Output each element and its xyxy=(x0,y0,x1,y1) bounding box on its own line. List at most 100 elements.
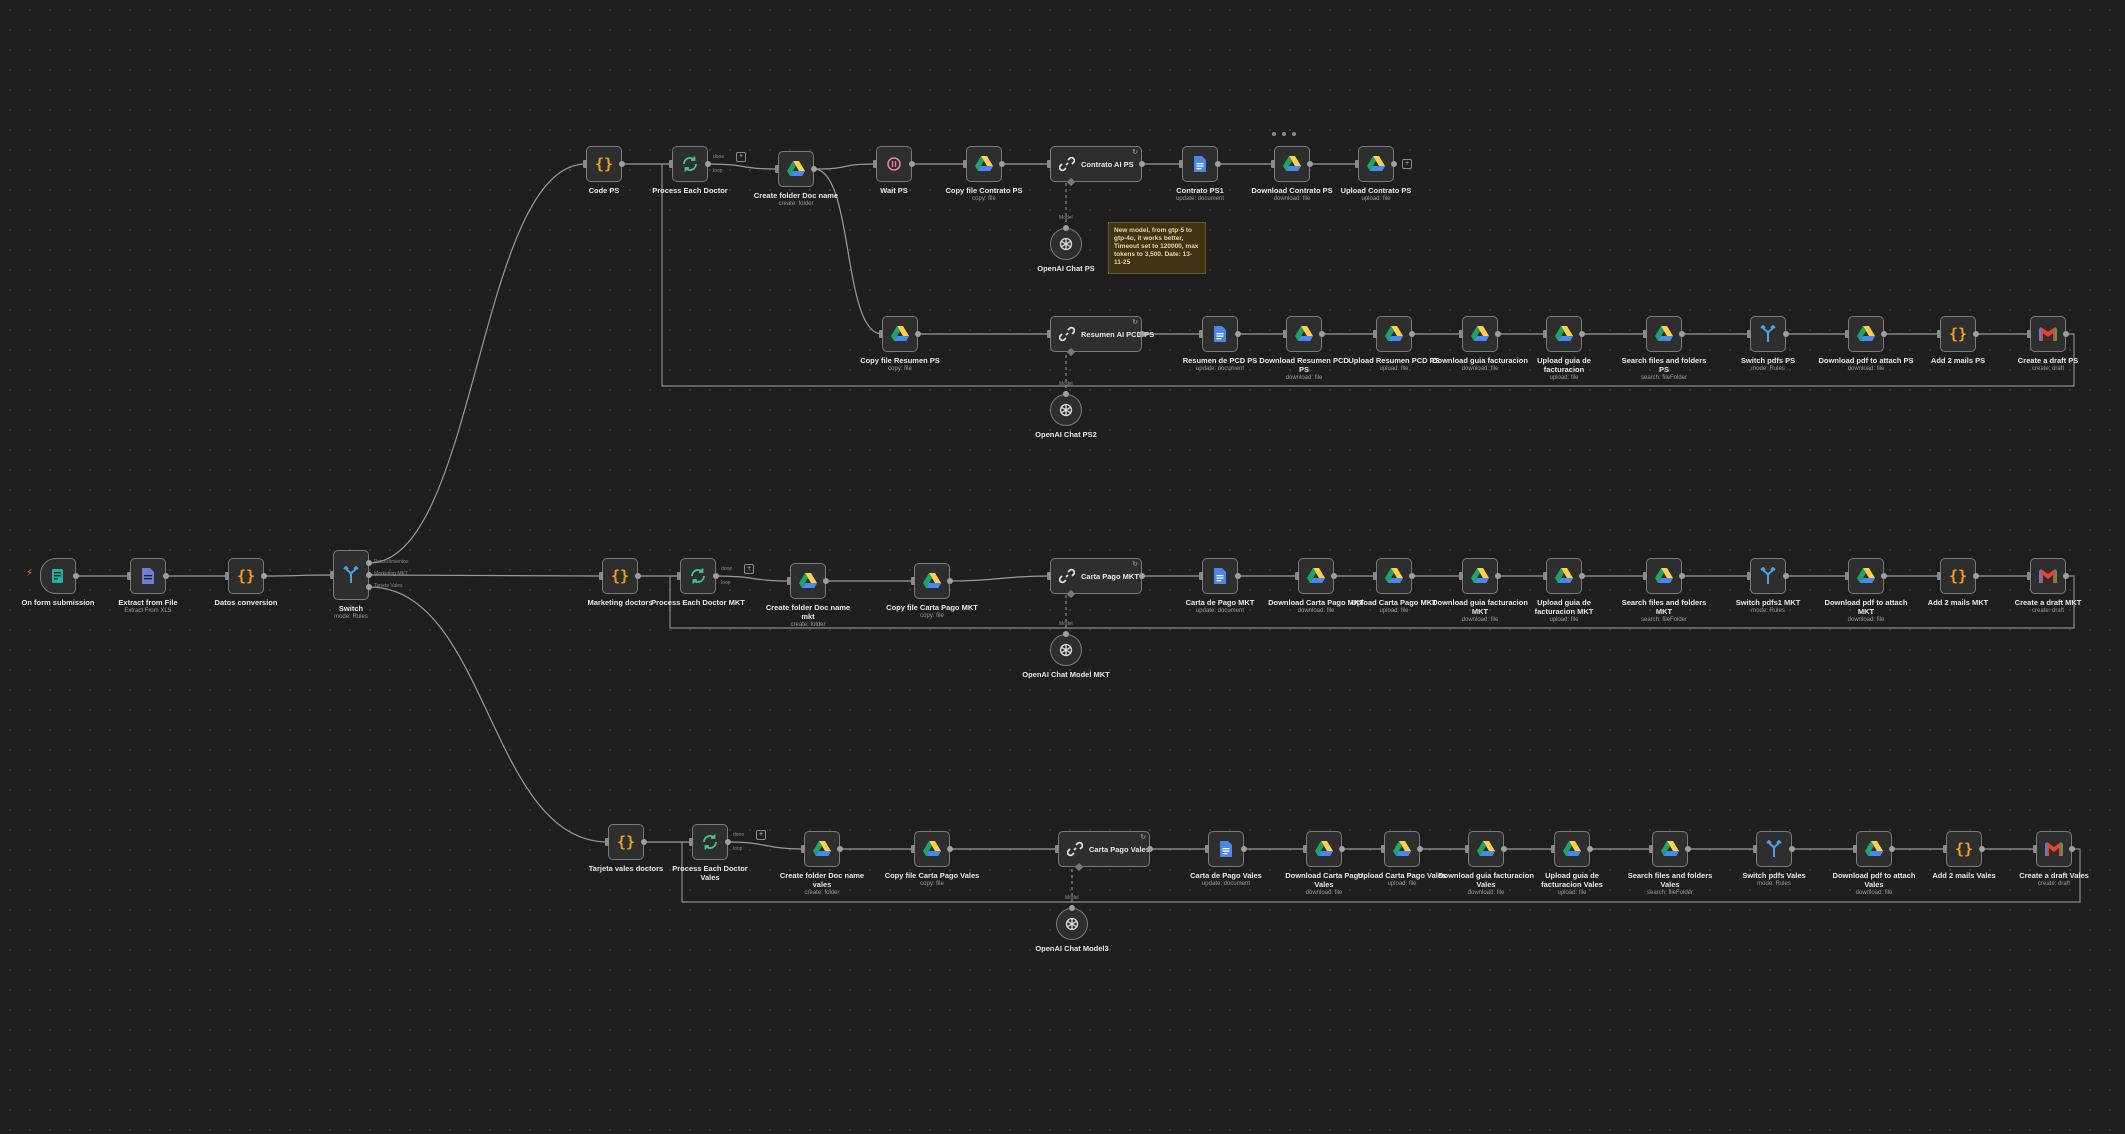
input-port[interactable] xyxy=(1937,330,1941,338)
input-port[interactable] xyxy=(1747,330,1751,338)
input-port[interactable] xyxy=(1937,572,1941,580)
output-port[interactable] xyxy=(1215,161,1221,167)
input-port[interactable] xyxy=(1543,572,1547,580)
input-port[interactable] xyxy=(1055,845,1059,853)
input-port[interactable] xyxy=(911,845,915,853)
output-port[interactable] xyxy=(1679,331,1685,337)
output-port[interactable] xyxy=(1685,846,1691,852)
input-port[interactable] xyxy=(330,571,334,579)
node-mkt-chat[interactable] xyxy=(1050,634,1082,666)
output-port[interactable] xyxy=(1241,846,1247,852)
input-port[interactable] xyxy=(1303,845,1307,853)
switch-output-port[interactable] xyxy=(366,584,372,590)
output-port[interactable] xyxy=(1417,846,1423,852)
output-port[interactable] xyxy=(909,161,915,167)
input-port[interactable] xyxy=(677,572,681,580)
output-port[interactable] xyxy=(823,578,829,584)
node-ps-switch-pdfs[interactable] xyxy=(1750,316,1786,352)
node-trigger[interactable] xyxy=(40,558,76,594)
input-port[interactable] xyxy=(2033,845,2037,853)
input-port[interactable] xyxy=(1551,845,1555,853)
input-port[interactable] xyxy=(2027,572,2031,580)
output-port[interactable] xyxy=(1391,161,1397,167)
input-port[interactable] xyxy=(1295,572,1299,580)
input-port[interactable] xyxy=(879,330,883,338)
input-port[interactable] xyxy=(1649,845,1653,853)
add-node-button[interactable]: + xyxy=(736,152,746,162)
node-mkt-upload[interactable] xyxy=(1376,558,1412,594)
output-port[interactable] xyxy=(811,166,817,172)
node-vales-loop[interactable] xyxy=(692,824,728,860)
node-ps-resumen-doc[interactable] xyxy=(1202,316,1238,352)
input-port[interactable] xyxy=(599,572,603,580)
output-port[interactable] xyxy=(1139,573,1145,579)
input-port[interactable] xyxy=(2027,330,2031,338)
sticky-note[interactable]: New model, from gtp-5 to gtp-4o, it work… xyxy=(1108,222,1206,274)
node-ps-upload-contrato[interactable] xyxy=(1358,146,1394,182)
node-ps-add-mails[interactable]: {} xyxy=(1940,316,1976,352)
node-vales-chat[interactable] xyxy=(1056,908,1088,940)
model-output-port[interactable] xyxy=(1063,631,1069,637)
output-port[interactable] xyxy=(1587,846,1593,852)
output-port[interactable] xyxy=(619,161,625,167)
input-port[interactable] xyxy=(1845,330,1849,338)
input-port[interactable] xyxy=(1943,845,1947,853)
node-mkt-copy[interactable] xyxy=(914,563,950,599)
input-port[interactable] xyxy=(605,838,609,846)
node-mkt-doc[interactable] xyxy=(1202,558,1238,594)
output-port[interactable] xyxy=(1319,331,1325,337)
output-port[interactable] xyxy=(1501,846,1507,852)
output-port[interactable] xyxy=(1783,573,1789,579)
input-port[interactable] xyxy=(1853,845,1857,853)
input-port[interactable] xyxy=(1747,572,1751,580)
output-port[interactable] xyxy=(1881,573,1887,579)
input-port[interactable] xyxy=(1459,572,1463,580)
node-ps-loop[interactable] xyxy=(672,146,708,182)
input-port[interactable] xyxy=(583,160,587,168)
node-ps-copy-resumen[interactable] xyxy=(882,316,918,352)
input-port[interactable] xyxy=(1179,160,1183,168)
node-mkt-download[interactable] xyxy=(1298,558,1334,594)
node-ps-wait[interactable] xyxy=(876,146,912,182)
output-port[interactable] xyxy=(163,573,169,579)
model-output-port[interactable] xyxy=(1069,905,1075,911)
add-node-button[interactable]: + xyxy=(1402,159,1412,169)
node-mkt-switch-pdfs[interactable] xyxy=(1750,558,1786,594)
node-ps-ai-resumen[interactable]: Resumen AI PCD PS↻ xyxy=(1050,316,1154,352)
input-port[interactable] xyxy=(963,160,967,168)
node-vales-download-pdf[interactable] xyxy=(1856,831,1892,867)
input-port[interactable] xyxy=(1753,845,1757,853)
input-port[interactable] xyxy=(787,577,791,585)
output-port[interactable] xyxy=(1783,331,1789,337)
input-port[interactable] xyxy=(1845,572,1849,580)
node-switch[interactable] xyxy=(333,550,369,600)
output-port[interactable] xyxy=(1973,573,1979,579)
input-port[interactable] xyxy=(669,160,673,168)
input-port[interactable] xyxy=(127,572,131,580)
input-port[interactable] xyxy=(1459,330,1463,338)
output-port[interactable] xyxy=(999,161,1005,167)
output-port[interactable] xyxy=(1495,331,1501,337)
input-port[interactable] xyxy=(1199,330,1203,338)
input-port[interactable] xyxy=(1643,572,1647,580)
node-vales-search[interactable] xyxy=(1652,831,1688,867)
output-port[interactable] xyxy=(725,839,731,845)
node-vales-ai[interactable]: Carta Pago Vales↻ xyxy=(1058,831,1150,867)
input-port[interactable] xyxy=(873,160,877,168)
output-port[interactable] xyxy=(1881,331,1887,337)
node-extract[interactable] xyxy=(130,558,166,594)
output-port[interactable] xyxy=(1579,573,1585,579)
node-ps-upload-guia[interactable] xyxy=(1546,316,1582,352)
output-port[interactable] xyxy=(1235,573,1241,579)
output-port[interactable] xyxy=(641,839,647,845)
input-port[interactable] xyxy=(225,572,229,580)
node-ps-copy-contrato[interactable] xyxy=(966,146,1002,182)
switch-output-port[interactable] xyxy=(366,560,372,566)
node-vales-download[interactable] xyxy=(1306,831,1342,867)
node-ps-chat2[interactable] xyxy=(1050,394,1082,426)
node-mkt-ai[interactable]: Carta Pago MKT↻ xyxy=(1050,558,1142,594)
output-port[interactable] xyxy=(1789,846,1795,852)
input-port[interactable] xyxy=(1373,572,1377,580)
node-vales-doc[interactable] xyxy=(1208,831,1244,867)
